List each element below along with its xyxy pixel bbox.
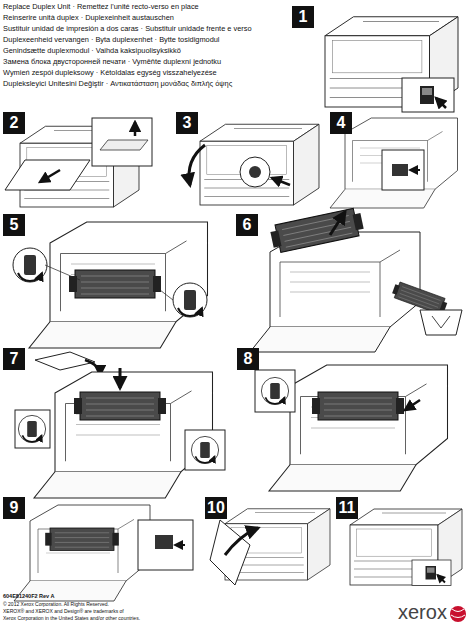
step-number: 10 bbox=[205, 497, 227, 519]
step-number-text: 7 bbox=[10, 350, 19, 368]
title-line: Reinserire unità duplex · Duplexeinheit … bbox=[3, 14, 174, 22]
title-line: Duplexeenheid vervangen · Byta duplexenh… bbox=[3, 36, 220, 44]
title-line: Genindsætte duplexmodul · Vaihda kaksipu… bbox=[3, 47, 181, 55]
step-number: 11 bbox=[336, 497, 358, 519]
step-number-text: 4 bbox=[337, 114, 346, 132]
title-line: Замена блока двусторонней печати · Vyměň… bbox=[3, 58, 221, 66]
step-number: 9 bbox=[3, 497, 25, 519]
step-number: 2 bbox=[3, 112, 25, 134]
step-number: 6 bbox=[236, 214, 258, 236]
step-number: 8 bbox=[237, 348, 259, 370]
step-number-text: 5 bbox=[10, 216, 19, 234]
title-line: Wymień zespół dupleksowy · Kétoldalas eg… bbox=[3, 69, 217, 77]
part-number: 604E81240F2 Rev A bbox=[3, 593, 54, 599]
trademark-note: XEROX® and XEROX and Design® are tradema… bbox=[3, 609, 124, 615]
brand-logo: xerox bbox=[398, 601, 447, 623]
step-number-text: 10 bbox=[207, 499, 225, 517]
step-number-text: 8 bbox=[244, 350, 253, 368]
step-number-text: 2 bbox=[10, 114, 19, 132]
title-line: Sustituir unidad de impresión a dos cara… bbox=[3, 25, 252, 33]
step-number-text: 1 bbox=[299, 8, 308, 26]
copyright-note: © 2012 Xerox Corporation. All Rights Res… bbox=[3, 602, 109, 608]
title-line: Dupleksleyici Unitesini Değiştir · Αντικ… bbox=[3, 80, 232, 88]
step-number: 7 bbox=[3, 348, 25, 370]
step-number: 1 bbox=[292, 6, 314, 28]
step-number: 3 bbox=[176, 112, 198, 134]
step-number-text: 6 bbox=[243, 216, 252, 234]
title-line: Replace Duplex Unit · Remettez l'unité r… bbox=[3, 3, 199, 11]
step-number: 4 bbox=[330, 112, 352, 134]
step-number: 5 bbox=[3, 214, 25, 236]
step-number-text: 9 bbox=[10, 499, 19, 517]
trademark-note: Xerox Corporation in the United States a… bbox=[3, 616, 140, 622]
step-number-text: 11 bbox=[339, 499, 356, 517]
step-number-text: 3 bbox=[183, 114, 192, 132]
